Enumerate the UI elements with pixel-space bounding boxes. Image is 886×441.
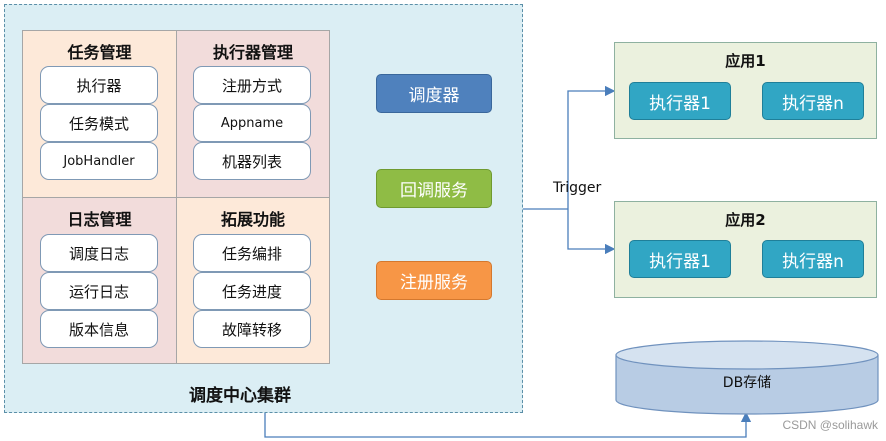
cluster-to-db-arrow [264,411,752,438]
registration-service: 注册服务 [376,261,492,300]
task-item-jobhandler: JobHandler [40,142,158,180]
task-item-executor: 执行器 [40,66,158,104]
app-1-executor-1: 执行器1 [629,82,731,120]
ext-item-progress: 任务进度 [193,272,311,310]
log-item-version: 版本信息 [40,310,158,348]
trigger-label: Trigger [553,180,602,196]
app-1-executor-n: 执行器n [762,82,864,120]
trigger-to-app2-arrow [567,209,616,255]
watermark: CSDN @solihawk [782,418,878,432]
executor-item-appname: Appname [193,104,311,142]
db-label: DB存储 [722,375,772,391]
ext-item-orchestration: 任务编排 [193,234,311,272]
app-1-title: 应用1 [725,52,766,70]
executor-item-registration: 注册方式 [193,66,311,104]
log-item-run: 运行日志 [40,272,158,310]
trigger-to-app1-arrow [567,85,616,209]
cluster-label: 调度中心集群 [189,386,291,406]
extensions-title: 拓展功能 [220,210,285,229]
log-item-schedule: 调度日志 [40,234,158,272]
app-2-title: 应用2 [725,211,766,229]
log-management-title: 日志管理 [67,210,132,229]
app-2-executor-n: 执行器n [762,240,864,278]
app-2-executor-1: 执行器1 [629,240,731,278]
executor-item-machines: 机器列表 [193,142,311,180]
task-item-mode: 任务模式 [40,104,158,142]
ext-item-failover: 故障转移 [193,310,311,348]
executor-management-title: 执行器管理 [212,43,293,62]
task-management-title: 任务管理 [67,43,132,62]
callback-service: 回调服务 [376,169,492,208]
scheduler-service: 调度器 [376,74,492,113]
